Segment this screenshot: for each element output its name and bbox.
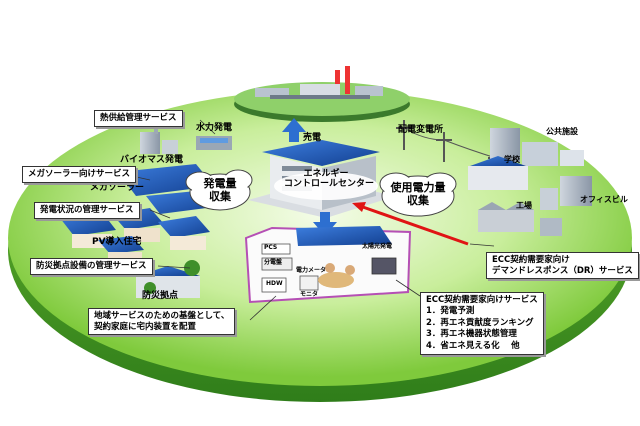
hydro-label: 水力発電 <box>196 123 233 133</box>
disaster-base-label: 防災拠点 <box>142 291 179 301</box>
home-service-item: 1．発電予測 <box>426 306 475 317</box>
office-label: オフィスビル <box>580 195 628 204</box>
home-service-item: 3．再エネ機器状態管理 <box>426 329 517 340</box>
cloud-right-line2: 収集 <box>407 194 429 208</box>
center-label: エネルギー コントロールセンター <box>284 169 375 190</box>
factory-building <box>478 202 562 236</box>
solar-label: 太陽光発電 <box>362 243 393 250</box>
panel-label: 分電盤 <box>264 259 283 266</box>
hydro-dam <box>196 136 232 150</box>
arrow-up-to-plant <box>282 118 306 142</box>
callout-disaster-equipment: 防災拠点設備の管理サービス <box>30 258 153 275</box>
mega-solar-label: メガソーラー <box>90 183 145 193</box>
school-building <box>468 156 528 190</box>
dr-arrow <box>352 202 469 246</box>
dr-line1: ECC契約需要家向け <box>492 255 570 265</box>
meter-label: 電力メータ <box>296 267 327 274</box>
pv-homes-label: PV導入住宅 <box>92 237 142 247</box>
public-facility-label: 公共施設 <box>546 127 578 136</box>
office-building <box>540 176 592 210</box>
power-plant-island <box>234 66 410 122</box>
substation-label: 配電変電所 <box>398 125 444 135</box>
cloud-left-line2: 収集 <box>209 190 231 204</box>
center-label-line1: エネルギー <box>303 169 349 179</box>
home-services-title: ECC契約需要家向けサービス <box>426 295 538 305</box>
public-facility-buildings <box>490 128 584 166</box>
regional-line2: 契約家庭に宅内装置を配置 <box>94 321 197 332</box>
home-service-item: 2．再エネ貢献度ランキング <box>426 317 534 328</box>
cloud-right <box>379 172 457 217</box>
callout-heat-supply: 熱供給管理サービス <box>94 110 183 127</box>
regional-line1: 地域サービスのための基盤として、 <box>94 311 230 321</box>
center-label-line2: コントロールセンター <box>284 178 375 189</box>
callout-dr-service: ECC契約需要家向け デマンドレスポンス（DR）サービス <box>486 252 639 280</box>
cloud-right-text: 使用電力量 収集 <box>386 181 450 207</box>
center-label-bubble <box>274 172 378 200</box>
callout-home-services: ECC契約需要家向けサービス 1．発電予測 2．再エネ貢献度ランキング 3．再エ… <box>420 292 544 356</box>
cloud-right-line1: 使用電力量 <box>390 181 446 194</box>
callout-power-status: 発電状況の管理サービス <box>34 202 140 219</box>
cloud-left-text: 発電量 収集 <box>198 177 242 203</box>
plant-sale-label: 売電 <box>303 133 322 143</box>
school-label: 学校 <box>504 155 520 164</box>
monitor-label: モニタ <box>300 291 319 298</box>
callout-mega-solar-service: メガソーラー向けサービス <box>22 166 137 183</box>
factory-label: 工場 <box>516 201 532 210</box>
hdw-label: HDW <box>266 280 283 287</box>
biomass-label: バイオマス発電 <box>120 155 184 165</box>
arrow-down-to-home <box>313 212 337 236</box>
home-service-item: 4．省エネ見える化 他 <box>426 340 520 351</box>
cloud-left-line1: 発電量 <box>203 177 237 190</box>
home-interior <box>244 226 412 304</box>
pcs-label: PCS <box>264 244 278 251</box>
cloud-left <box>185 169 253 211</box>
dr-line2: デマンドレスポンス（DR）サービス <box>492 265 633 276</box>
callout-regional-service: 地域サービスのための基盤として、 契約家庭に宅内装置を配置 <box>88 308 236 336</box>
